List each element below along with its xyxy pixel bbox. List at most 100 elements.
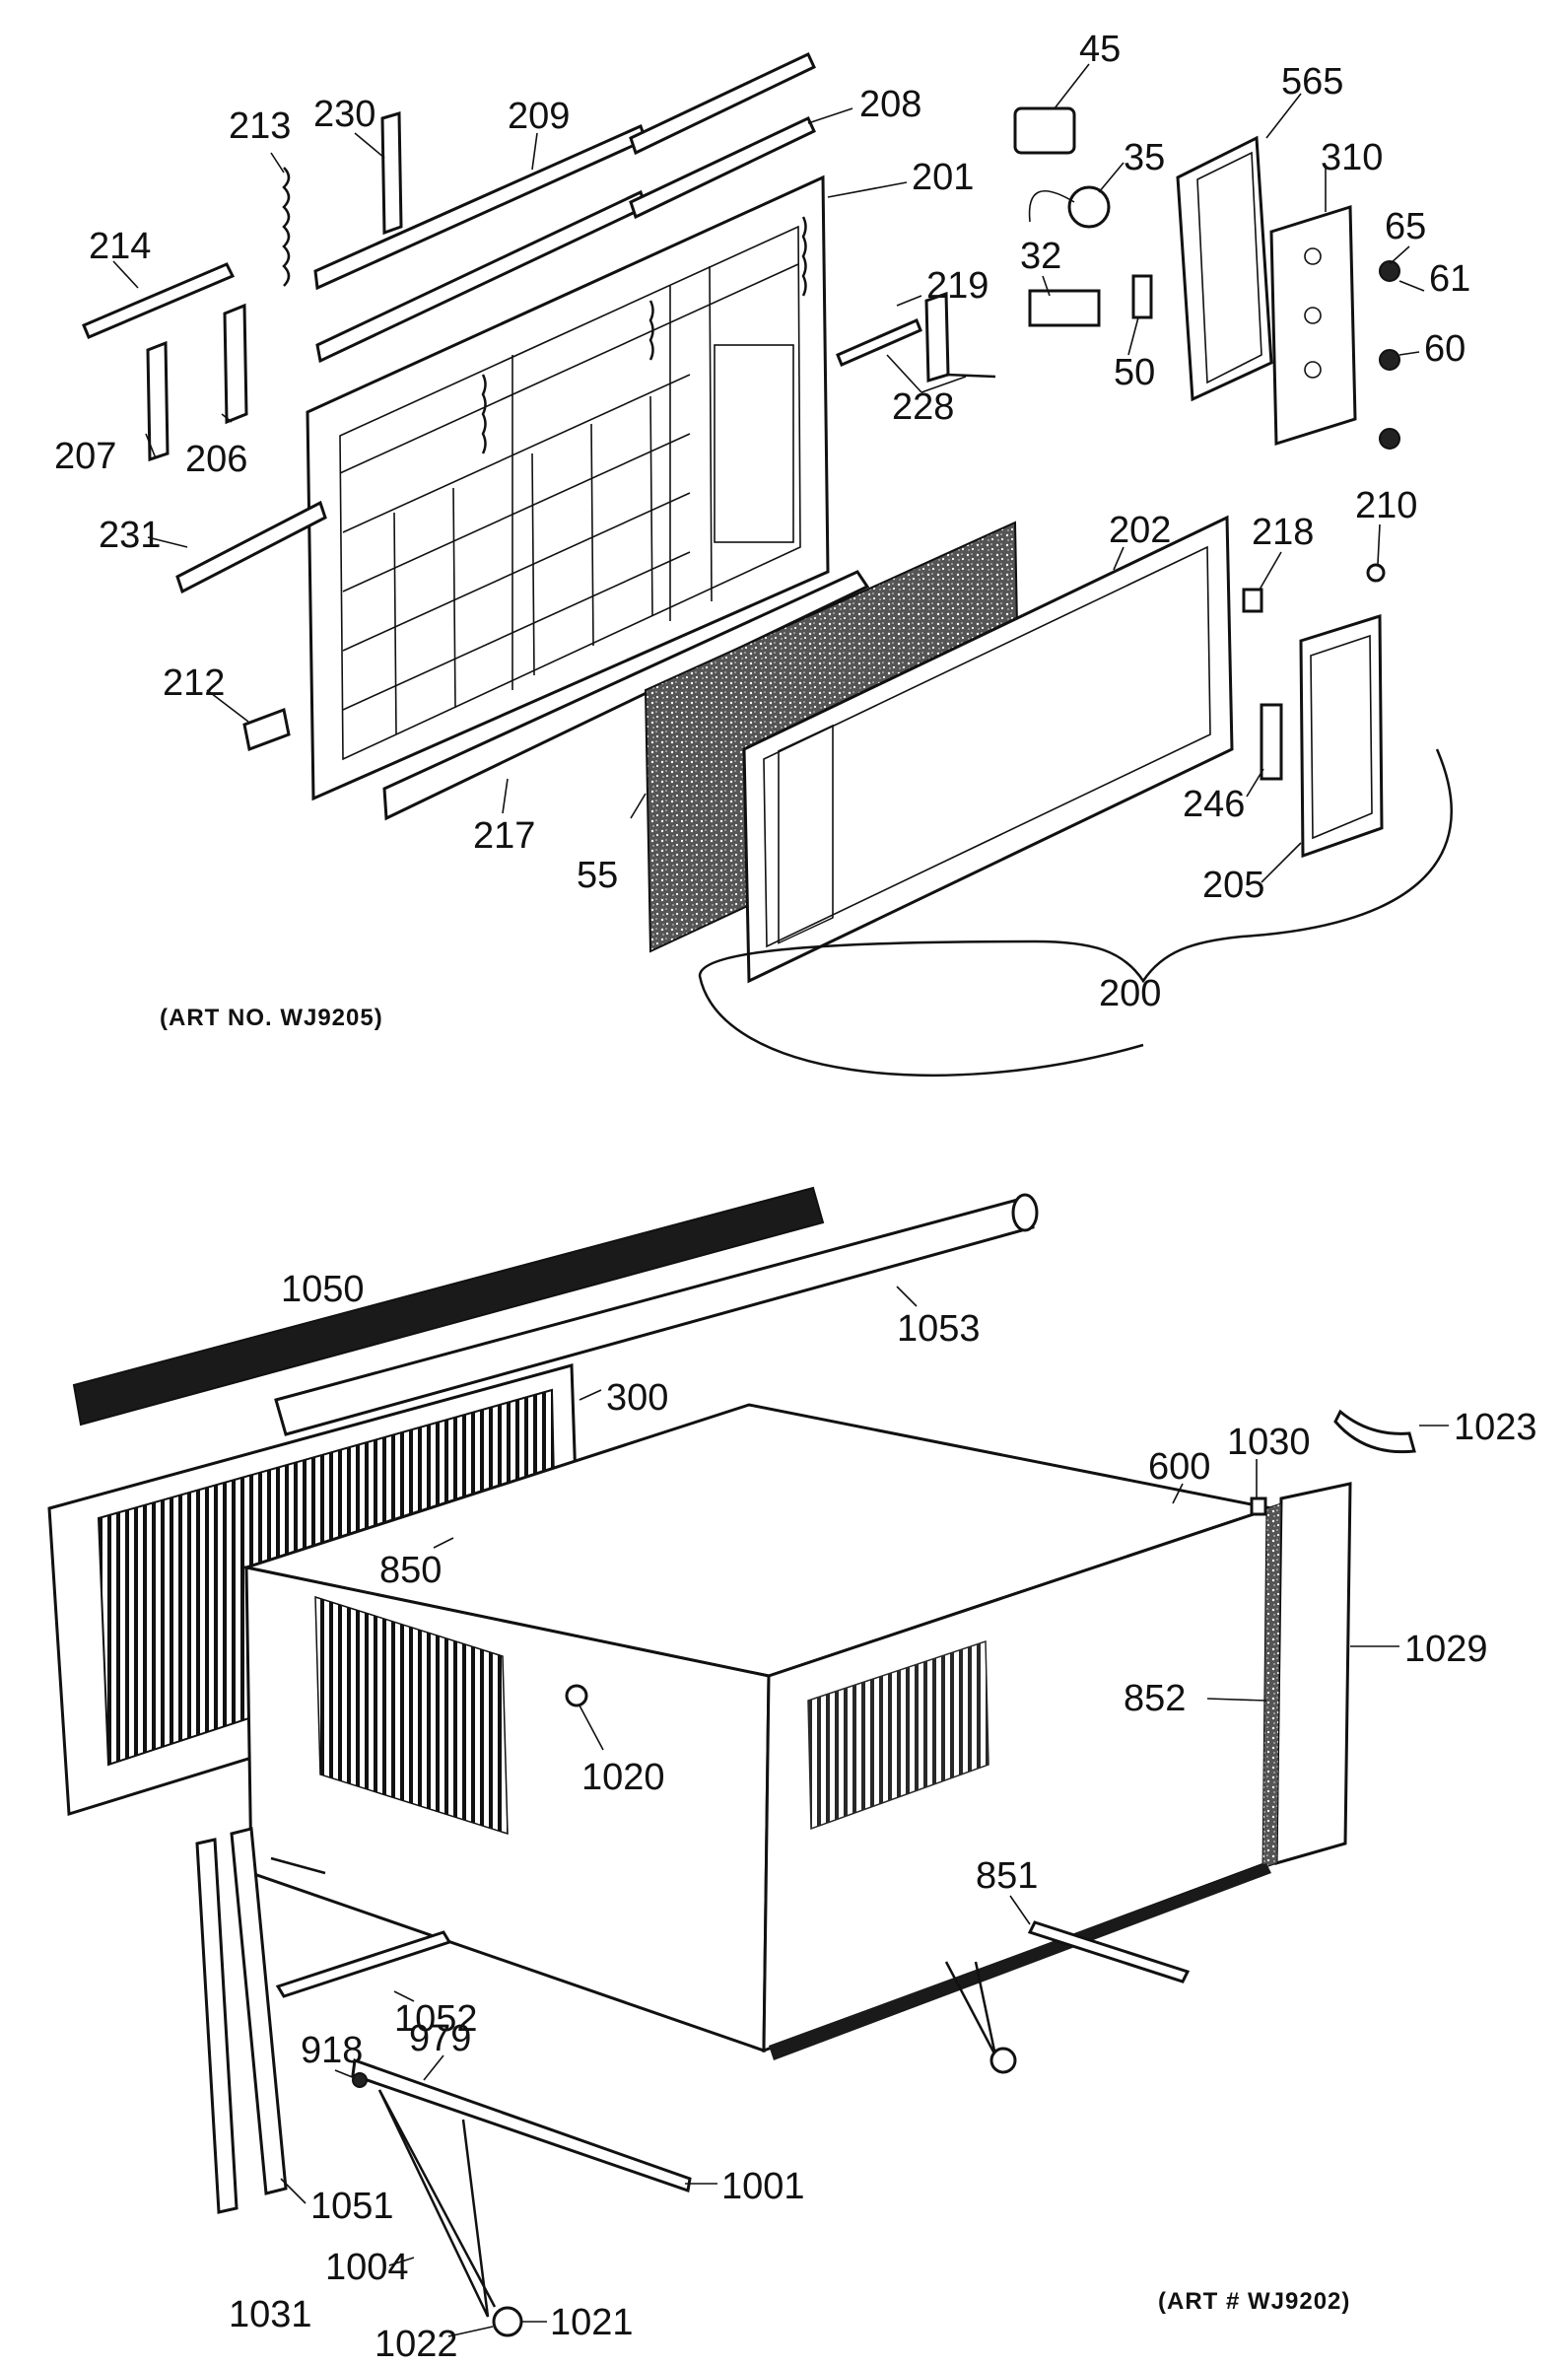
callout-35: 35	[1124, 137, 1165, 178]
rear-panel-part	[1274, 1482, 1352, 1865]
grille-panel-part	[742, 515, 1234, 984]
callout-1004: 1004	[325, 2247, 409, 2288]
bottom-bar-part	[382, 570, 870, 821]
top-bar-part-209	[313, 123, 648, 291]
rail-part	[275, 1930, 452, 1998]
callout-210: 210	[1355, 485, 1417, 526]
callout-201: 201	[912, 157, 974, 198]
callout-45: 45	[1079, 29, 1121, 70]
side-angle-part-1031	[195, 1838, 239, 2214]
foot-part	[492, 2306, 523, 2337]
clip-part-1030	[1250, 1496, 1267, 1516]
strip-part	[82, 262, 236, 339]
screw-part	[1366, 563, 1386, 583]
callout-1051: 1051	[310, 2186, 394, 2227]
screw-part-918	[352, 2072, 368, 2088]
assembly-brace	[698, 748, 1453, 1077]
bracket-part-50	[1131, 274, 1153, 319]
switch-part	[1013, 106, 1076, 155]
callout-207: 207	[54, 436, 116, 477]
front-frame-part	[306, 174, 830, 801]
bracket-part-206	[223, 303, 248, 425]
callout-55: 55	[577, 855, 618, 896]
support-bar-part	[351, 2057, 692, 2192]
side-grille-part	[1299, 613, 1384, 859]
brace-arm-part	[377, 2089, 490, 2318]
callout-1052: 1052	[394, 1998, 478, 2040]
callout-246: 246	[1183, 784, 1245, 825]
callout-205: 205	[1202, 865, 1264, 906]
callout-1031: 1031	[229, 2294, 312, 2335]
callout-1021: 1021	[550, 2302, 634, 2343]
callout-1022: 1022	[375, 2324, 458, 2365]
callout-1020: 1020	[581, 1757, 665, 1798]
callout-202: 202	[1109, 510, 1171, 551]
channel-part	[380, 111, 403, 236]
callout-852: 852	[1124, 1678, 1186, 1719]
callout-1050: 1050	[281, 1269, 365, 1310]
bottom-art-number: (ART # WJ9202)	[1158, 2288, 1350, 2315]
callout-1053: 1053	[897, 1308, 981, 1350]
side-seal-part	[1261, 1502, 1282, 1869]
callout-206: 206	[185, 439, 247, 480]
top-art-number: (ART NO. WJ9205)	[160, 1005, 383, 1031]
control-panel-part	[1269, 204, 1357, 447]
callout-231: 231	[99, 515, 161, 556]
cabinet-part	[240, 1403, 1277, 2053]
bracket-part-207	[146, 340, 170, 462]
callout-1029: 1029	[1404, 1629, 1488, 1670]
callout-230: 230	[313, 94, 375, 135]
callout-212: 212	[163, 662, 225, 704]
callout-228: 228	[892, 386, 954, 428]
top-bar-part-208	[629, 51, 816, 156]
angle-part	[175, 500, 327, 594]
bottom-seal-part	[769, 1863, 1271, 2060]
side-angle-part-1051	[230, 1827, 288, 2195]
knob-part	[1379, 428, 1400, 450]
spring-part	[282, 167, 291, 287]
callout-50: 50	[1114, 352, 1155, 393]
thermostat-part	[1028, 289, 1101, 327]
callout-61: 61	[1429, 258, 1470, 300]
bottom-leaders	[280, 1286, 1449, 2337]
callout-200: 200	[1099, 973, 1161, 1014]
callout-565: 565	[1281, 61, 1343, 103]
callout-300: 300	[606, 1377, 668, 1419]
seal-strip-part	[72, 1186, 825, 1427]
bottom-assembly: 1050 1053 300 1023 1030 600 850 1029 852…	[47, 1186, 1537, 2365]
spring-pin-part	[945, 373, 996, 379]
knob-part-60	[1379, 349, 1400, 371]
rod-part	[836, 318, 922, 367]
top-assembly: 45 565 35 310 65 61 32 60 50 213 230 209…	[54, 29, 1470, 1077]
callout-310: 310	[1321, 137, 1383, 178]
callout-1023: 1023	[1454, 1407, 1537, 1448]
small-plate-part	[1242, 588, 1263, 613]
handle-part	[1260, 703, 1283, 781]
callout-851: 851	[976, 1855, 1038, 1897]
callout-219: 219	[926, 265, 989, 307]
callout-213: 213	[229, 105, 291, 147]
callout-1030: 1030	[1227, 1422, 1311, 1463]
callout-218: 218	[1252, 512, 1314, 553]
callout-214: 214	[89, 226, 151, 267]
frame-grid	[342, 374, 691, 735]
callout-979: 979	[409, 2018, 471, 2059]
callout-208: 208	[859, 84, 921, 125]
callout-918: 918	[301, 2030, 363, 2071]
top-bar-part-208b	[629, 115, 816, 220]
callout-32: 32	[1020, 236, 1061, 277]
knob-part-61	[1379, 260, 1400, 282]
clip-part	[242, 707, 291, 752]
top-leaders	[112, 63, 1425, 883]
motor-part	[1067, 185, 1111, 229]
callout-60: 60	[1424, 328, 1466, 370]
callout-65: 65	[1385, 206, 1426, 247]
callout-217: 217	[473, 815, 535, 857]
hinge-part	[924, 291, 950, 383]
callout-600: 600	[1148, 1446, 1210, 1488]
callout-1001: 1001	[721, 2166, 805, 2207]
callout-209: 209	[508, 96, 570, 137]
callout-850: 850	[379, 1550, 442, 1591]
control-housing-part	[1176, 135, 1273, 402]
